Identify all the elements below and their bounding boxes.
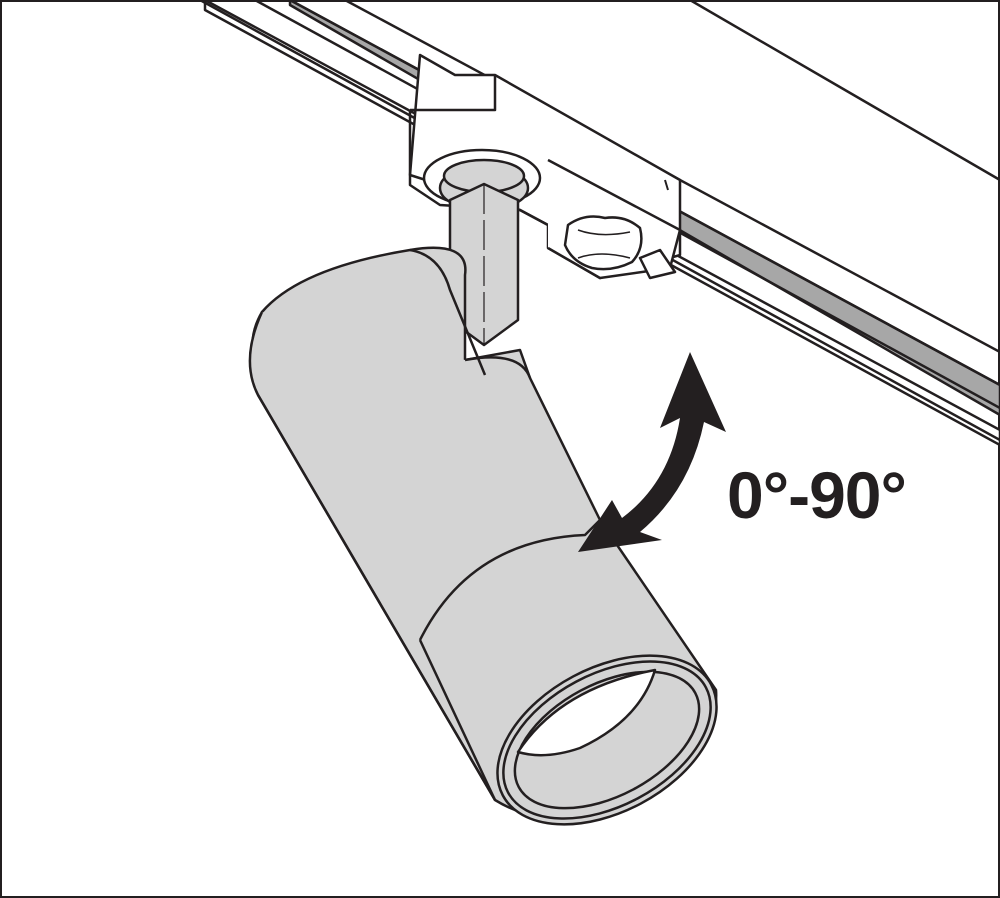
rotation-range-label: 0°-90° [727, 458, 907, 532]
curved-double-arrow-icon [578, 352, 726, 552]
spotlight-body [248, 246, 718, 826]
spotlight-stem [438, 158, 530, 347]
